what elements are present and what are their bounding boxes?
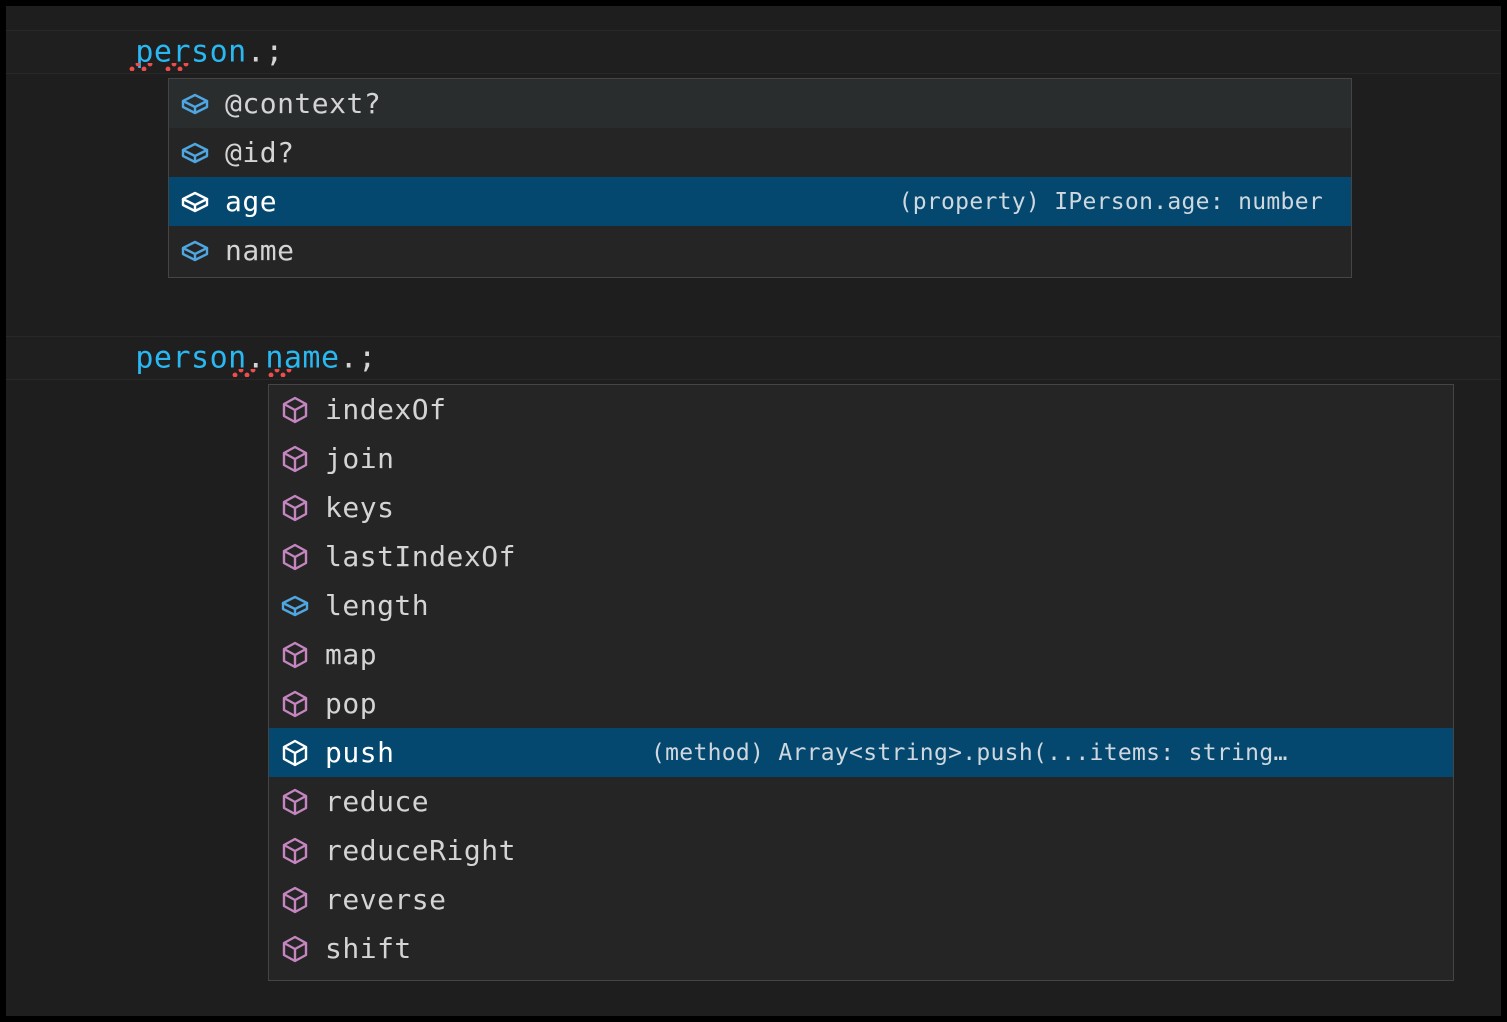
suggest-item-label: @id?	[225, 136, 295, 169]
suggest-item-push[interactable]: push (method) Array<string>.push(...item…	[269, 728, 1453, 777]
suggest-widget-person-name[interactable]: indexOf join keys	[268, 384, 1454, 981]
method-cube-icon	[282, 690, 308, 717]
property-cube-icon	[181, 240, 209, 261]
token-punctuation: .;	[246, 34, 284, 70]
token-punctuation: .;	[339, 340, 377, 376]
editor-line-1-text: person.;	[24, 6, 284, 105]
suggest-item-keys[interactable]: keys	[269, 483, 1453, 532]
suggest-item-age[interactable]: age (property) IPerson.age: number	[169, 177, 1351, 226]
suggest-item-join[interactable]: join	[269, 434, 1453, 483]
suggest-item-label: indexOf	[325, 393, 447, 426]
suggest-item-context[interactable]: @context?	[169, 79, 1351, 128]
property-cube-icon	[181, 191, 209, 212]
property-cube-icon	[281, 595, 309, 616]
suggest-item-lastindexof[interactable]: lastIndexOf	[269, 532, 1453, 581]
suggest-item-label: length	[325, 589, 430, 622]
editor-line-2-text: person.name.;	[24, 306, 377, 411]
suggest-item-label: name	[225, 234, 295, 267]
method-cube-icon	[282, 543, 308, 570]
suggest-item-detail: (property) IPerson.age: number	[898, 188, 1323, 215]
error-squiggle-icon	[165, 63, 189, 71]
token-identifier: person	[135, 34, 247, 70]
suggest-item-shift[interactable]: shift	[269, 924, 1453, 973]
property-cube-icon	[181, 142, 209, 163]
suggest-item-label: reverse	[325, 883, 447, 916]
suggest-item-reduce[interactable]: reduce	[269, 777, 1453, 826]
suggest-item-pop[interactable]: pop	[269, 679, 1453, 728]
suggest-item-id[interactable]: @id?	[169, 128, 1351, 177]
suggest-item-label: lastIndexOf	[325, 540, 516, 573]
suggest-item-label: pop	[325, 687, 378, 720]
suggest-item-name[interactable]: name	[169, 226, 1351, 275]
method-cube-icon	[282, 641, 308, 668]
suggest-item-label: shift	[325, 932, 412, 965]
suggest-item-length[interactable]: length	[269, 581, 1453, 630]
error-squiggle-icon	[129, 63, 153, 71]
suggest-item-label: join	[325, 442, 395, 475]
property-cube-icon	[181, 93, 209, 114]
method-cube-icon	[282, 739, 308, 766]
error-squiggle-icon	[232, 369, 256, 377]
suggest-item-detail: (method) Array<string>.push(...items: st…	[651, 739, 1288, 766]
suggest-item-reduceright[interactable]: reduceRight	[269, 826, 1453, 875]
method-cube-icon	[282, 445, 308, 472]
method-cube-icon	[282, 788, 308, 815]
editor-line-1[interactable]: person.;	[6, 30, 1501, 74]
method-cube-icon	[282, 886, 308, 913]
suggest-item-indexof[interactable]: indexOf	[269, 385, 1453, 434]
token-identifier: person	[135, 340, 247, 376]
suggest-item-label: map	[325, 638, 378, 671]
suggest-item-label: keys	[325, 491, 395, 524]
method-cube-icon	[282, 396, 308, 423]
method-cube-icon	[282, 494, 308, 521]
suggest-item-reverse[interactable]: reverse	[269, 875, 1453, 924]
editor-line-2[interactable]: person.name.;	[6, 336, 1501, 380]
suggest-item-label: reduce	[325, 785, 430, 818]
token-punctuation: .	[246, 340, 266, 376]
code-editor[interactable]: person.; @context?	[6, 6, 1501, 1016]
suggest-item-map[interactable]: map	[269, 630, 1453, 679]
suggest-widget-person[interactable]: @context? @id? age (property)	[168, 78, 1352, 278]
suggest-item-label: reduceRight	[325, 834, 516, 867]
suggest-item-label: @context?	[225, 87, 382, 120]
error-squiggle-icon	[268, 369, 292, 377]
method-cube-icon	[282, 935, 308, 962]
suggest-item-label: age	[225, 185, 278, 218]
suggest-item-label: push	[325, 736, 395, 769]
method-cube-icon	[282, 837, 308, 864]
